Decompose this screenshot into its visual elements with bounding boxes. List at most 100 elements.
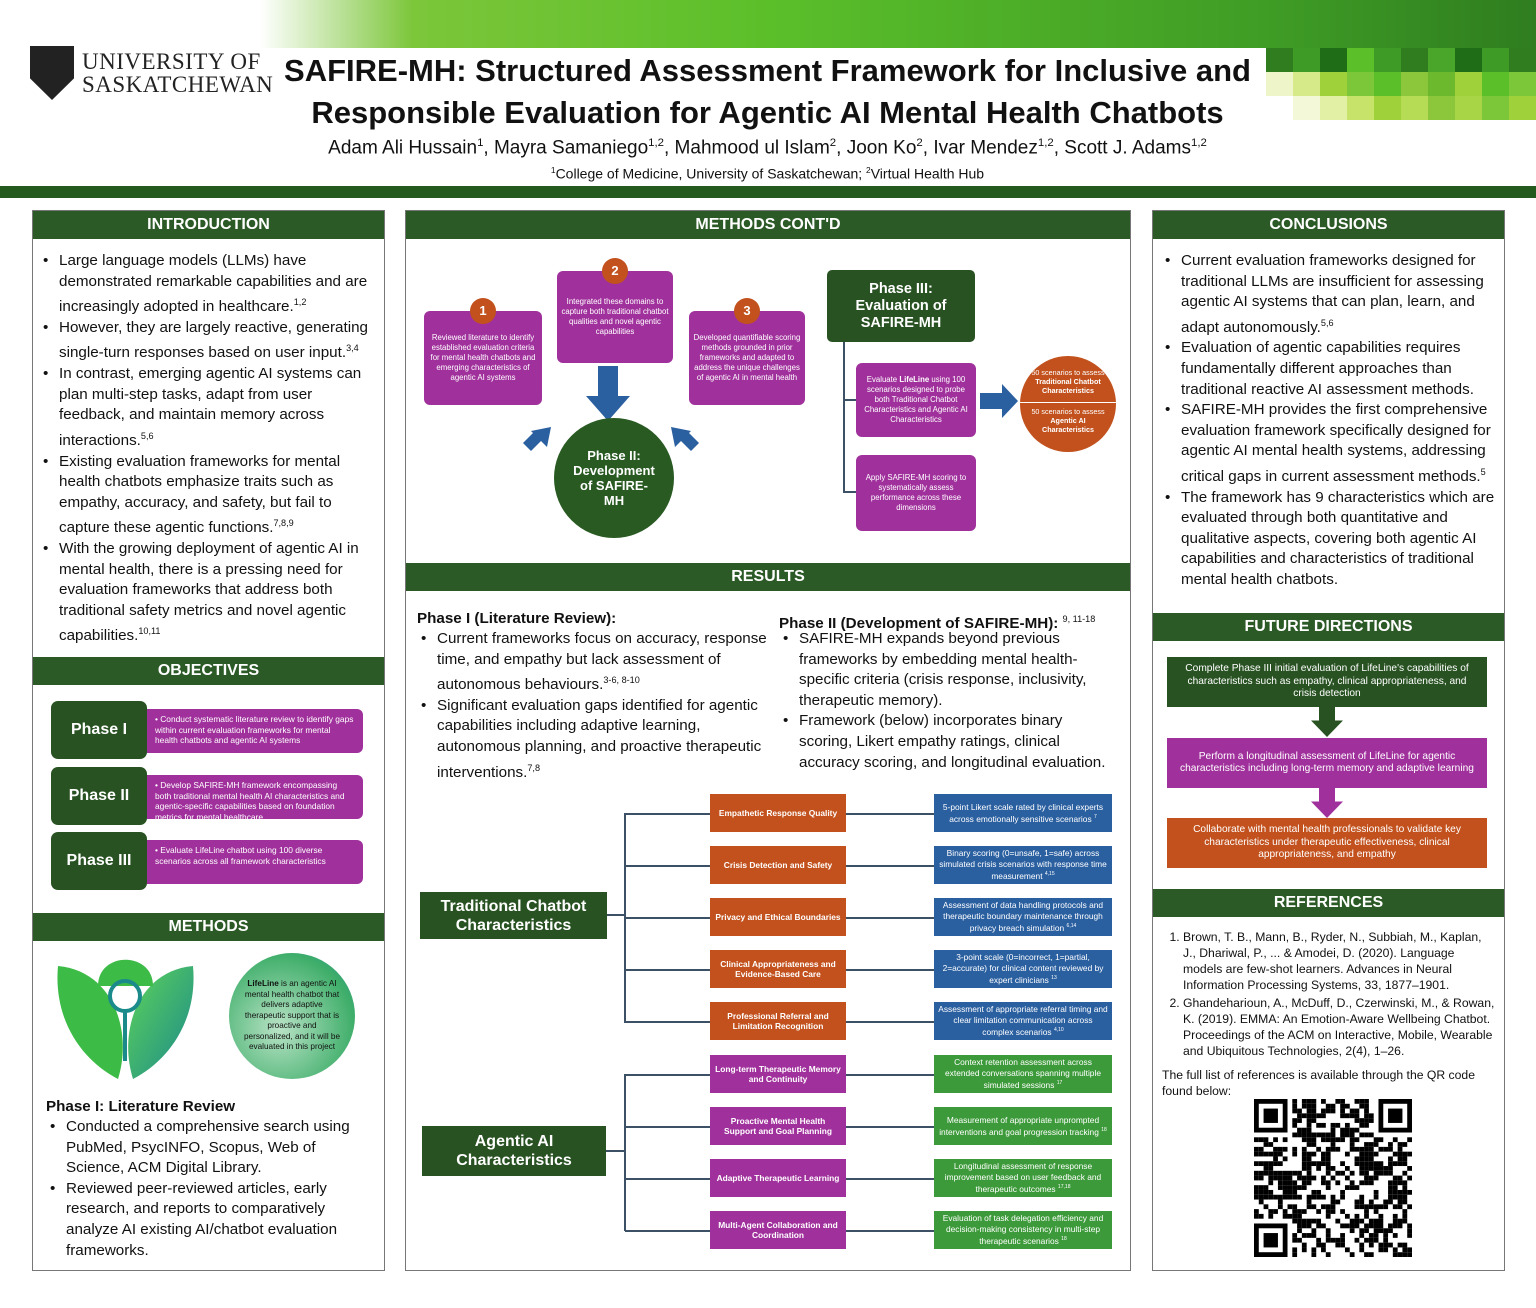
- scoring-method-text: Assessment of appropriate referral timin…: [938, 1004, 1108, 1038]
- header-tile: [1482, 96, 1509, 120]
- bullet-item: SAFIRE-MH expands beyond previous framew…: [779, 629, 1119, 711]
- header-tile: [1374, 48, 1401, 72]
- arrow-down-icon: [586, 366, 630, 421]
- middle-column: METHODS CONT'D Reviewed literature to id…: [405, 210, 1131, 1271]
- objective-phase-label: Phase III: [51, 832, 147, 890]
- future-direction-step: Complete Phase III initial evaluation of…: [1167, 657, 1487, 707]
- lifeline-name: LifeLine: [247, 979, 279, 989]
- bullet-item: Reviewed peer-reviewed articles, early r…: [46, 1179, 366, 1261]
- objective-phase-row: • Conduct systematic literature review t…: [51, 701, 363, 759]
- qr-code[interactable]: [1254, 1099, 1412, 1257]
- bullet-item: Large language models (LLMs) have demons…: [39, 251, 375, 318]
- author-affiliation-sup: 2: [829, 137, 837, 149]
- scenario-split-circle: 50 scenarios to assess Traditional Chatb…: [1020, 356, 1116, 452]
- header-tile: [1347, 48, 1374, 72]
- tree-connector: [625, 969, 710, 971]
- bullet-text: Evaluation of agentic capabilities requi…: [1181, 339, 1474, 398]
- citation-sup: 3,4: [346, 343, 359, 354]
- author-name: , Joon Ko: [836, 137, 917, 159]
- scoring-method-box: Longitudinal assessment of response impr…: [934, 1159, 1112, 1197]
- scoring-method-box: Assessment of data handling protocols an…: [934, 898, 1112, 936]
- header-tile-pattern: [1266, 48, 1536, 120]
- arrow-diagonal-icon: [671, 427, 699, 451]
- bullet-text: Existing evaluation frameworks for menta…: [59, 452, 341, 537]
- tree-connector: [607, 914, 625, 916]
- header-green-band: [260, 0, 1536, 48]
- tree-connector: [846, 1074, 934, 1076]
- bullet-item: In contrast, emerging agentic AI systems…: [39, 364, 375, 451]
- scoring-method-text: 5-point Likert scale rated by clinical e…: [942, 801, 1104, 824]
- bullet-item: Significant evaluation gaps identified f…: [417, 696, 769, 783]
- citation-sup: 13: [1051, 975, 1057, 982]
- header-tile: [1428, 96, 1455, 120]
- header-tile: [1266, 72, 1293, 96]
- introduction-heading: INTRODUCTION: [33, 211, 384, 239]
- bullet-text: With the growing deployment of agentic A…: [59, 539, 359, 645]
- traditional-characteristics-label: Traditional Chatbot Characteristics: [420, 892, 607, 939]
- tree-connector: [846, 813, 934, 815]
- left-column: INTRODUCTION Large language models (LLMs…: [32, 210, 385, 1271]
- shield-icon: [30, 46, 74, 100]
- results-phase2-list: SAFIRE-MH expands beyond previous framew…: [779, 629, 1119, 773]
- header-tile: [1401, 72, 1428, 96]
- phase3-evaluate-box: Evaluate LifeLine using 100 scenarios de…: [856, 363, 976, 437]
- citation-sup: 5: [1480, 467, 1486, 477]
- authors: Adam Ali Hussain1, Mayra Samaniego1,2, M…: [270, 137, 1265, 159]
- citation-sup: 6,14: [1066, 923, 1077, 930]
- bullet-item: The framework has 9 characteristics whic…: [1161, 488, 1497, 591]
- step-number-badge: 1: [470, 298, 496, 324]
- scoring-method-box: Assessment of appropriate referral timin…: [934, 1002, 1112, 1040]
- tree-connector: [846, 1178, 934, 1180]
- citation-sup: 1,2: [293, 297, 307, 308]
- conclusions-heading: CONCLUSIONS: [1153, 211, 1504, 239]
- results-phase1-title: Phase I (Literature Review):: [417, 610, 617, 627]
- tree-connector: [625, 917, 710, 919]
- scoring-method-box: Binary scoring (0=unsafe, 1=safe) across…: [934, 846, 1112, 884]
- header-tile: [1320, 72, 1347, 96]
- logo-line1: UNIVERSITY OF: [82, 49, 261, 74]
- citation-sup: 5,6: [1320, 317, 1334, 328]
- affiliation-text: Virtual Health Hub: [870, 165, 985, 182]
- lifeline-text: is an agentic AI mental health chatbot t…: [243, 979, 341, 1052]
- objective-phase-row: • Develop SAFIRE-MH framework encompassi…: [51, 767, 363, 825]
- characteristic-box: Multi-Agent Collaboration and Coordinati…: [710, 1211, 846, 1249]
- poster-header: UNIVERSITY OF SASKATCHEWAN SAFIRE-MH: St…: [0, 0, 1536, 200]
- methods-heading: METHODS: [33, 913, 384, 941]
- citation-sup: 7,8: [527, 762, 541, 773]
- citation-sup: 7: [1093, 814, 1097, 821]
- header-tile: [1347, 96, 1374, 120]
- scoring-method-text: Measurement of appropriate unprompted in…: [939, 1114, 1100, 1137]
- header-tile: [1428, 72, 1455, 96]
- methods-contd-heading: METHODS CONT'D: [406, 211, 1130, 239]
- characteristic-box: Clinical Appropriateness and Evidence-Ba…: [710, 950, 846, 988]
- citation-sup: 17: [1056, 1080, 1063, 1087]
- affiliations: 1College of Medicine, University of Sask…: [270, 165, 1265, 182]
- scoring-method-text: Context retention assessment across exte…: [945, 1057, 1101, 1091]
- bullet-text: Current frameworks focus on accuracy, re…: [437, 630, 767, 694]
- step-number-badge: 2: [602, 258, 628, 284]
- bullet-text: However, they are largely reactive, gene…: [59, 318, 368, 362]
- arrow-diagonal-icon: [523, 427, 551, 451]
- header-tile: [1266, 48, 1293, 72]
- results-phase1-list: Current frameworks focus on accuracy, re…: [417, 629, 769, 783]
- scoring-method-box: Measurement of appropriate unprompted in…: [934, 1107, 1112, 1145]
- references-list: Brown, T. B., Mann, B., Ryder, N., Subbi…: [1183, 929, 1495, 1061]
- characteristic-box: Privacy and Ethical Boundaries: [710, 898, 846, 936]
- future-direction-step: Collaborate with mental health professio…: [1167, 818, 1487, 868]
- phase2-step-box: Integrated these domains to capture both…: [557, 271, 673, 363]
- citation-sup: 4,10: [1053, 1027, 1064, 1034]
- header-bottom-band: [0, 186, 1536, 198]
- characteristic-box: Long-term Therapeutic Memory and Continu…: [710, 1055, 846, 1093]
- citation-sup: 10,11: [138, 626, 161, 637]
- header-tile: [1320, 96, 1347, 120]
- citation-sup: 4,15: [1044, 871, 1055, 878]
- author-affiliation-sup: 1,2: [1191, 137, 1207, 149]
- phase3-connector: [843, 342, 845, 492]
- header-tile: [1320, 48, 1347, 72]
- reference-item: Ghandeharioun, A., McDuff, D., Czerwinsk…: [1183, 995, 1495, 1059]
- bullet-item: However, they are largely reactive, gene…: [39, 318, 375, 364]
- author-name: , Mayra Samaniego: [483, 137, 649, 159]
- conclusions-list: Current evaluation frameworks designed f…: [1161, 251, 1497, 591]
- university-logo: UNIVERSITY OF SASKATCHEWAN: [30, 46, 273, 100]
- author-name: , Scott J. Adams: [1053, 137, 1191, 159]
